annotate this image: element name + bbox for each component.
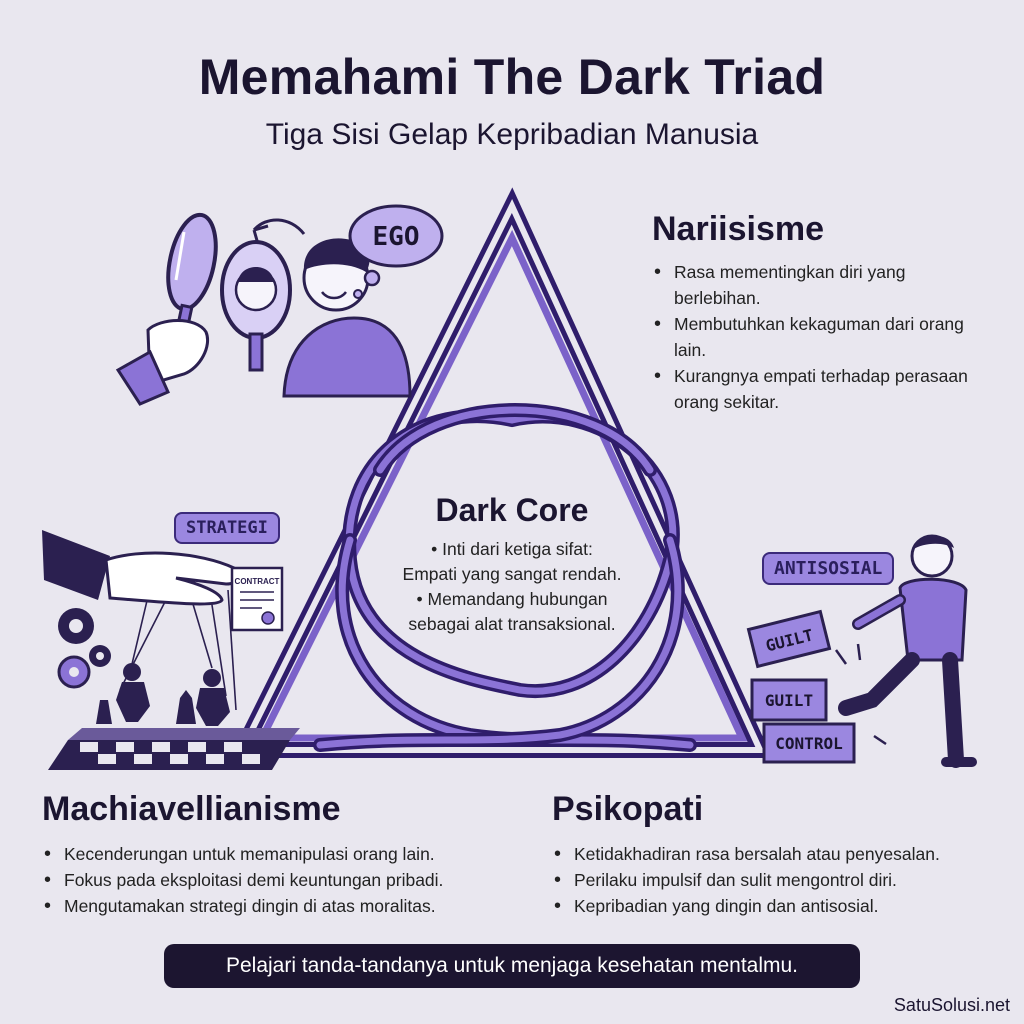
machiavellianism-title: Machiavellianisme [42, 790, 341, 828]
page-title: Memahami The Dark Triad [198, 49, 826, 105]
footer-banner: Pelajari tanda-tandanya untuk menjaga ke… [164, 944, 860, 988]
dark-core-line: • Inti dari ketiga sifat: [431, 539, 593, 559]
site-watermark: SatuSolusi.net [893, 995, 1010, 1015]
impact-lines [834, 643, 887, 746]
psychopathy-illustration: GUILT GUILT CONTROL [746, 534, 977, 768]
contract-icon: CONTRACT [230, 566, 284, 632]
dark-core-knot [313, 403, 697, 752]
ego-label: EGO [373, 222, 420, 252]
guilt-block-1: GUILT [746, 609, 832, 669]
psychopathy-point: Perilaku impulsif dan sulit mengontrol d… [552, 867, 1012, 893]
machiavellianism-point: Kecenderungan untuk memanipulasi orang l… [42, 841, 532, 867]
antisosial-tag: ANTISOSIAL [762, 552, 895, 585]
machiavellianism-illustration: CONTRACT [42, 530, 300, 770]
narcissism-point: Membutuhkan kekaguman dari orang lain. [652, 311, 982, 363]
narcissism-illustration: EGO [115, 204, 444, 406]
machiavellianism-points: Kecenderungan untuk memanipulasi orang l… [42, 841, 532, 919]
psychopathy-point: Ketidakhadiran rasa bersalah atau penyes… [552, 841, 1012, 867]
chessboard-icon [48, 690, 300, 770]
machiavellianism-section: Machiavellianisme Kecenderungan untuk me… [42, 790, 532, 919]
person-figure-icon [282, 238, 412, 398]
puppet-figures-icon [116, 663, 230, 726]
contract-label: CONTRACT [235, 577, 280, 586]
psychopathy-points: Ketidakhadiran rasa bersalah atau penyes… [552, 841, 1012, 919]
block-label-2: GUILT [765, 691, 813, 710]
hand-mirror-icon [115, 212, 218, 406]
puppeteer-hand-icon [42, 530, 242, 606]
psychopathy-title: Psikopati [552, 790, 704, 828]
narcissism-section: Nariisisme Rasa mementingkan diri yang b… [652, 210, 982, 415]
psychopathy-point: Kepribadian yang dingin dan antisosial. [552, 893, 1012, 919]
dark-core-line: • Memandang hubungan [416, 589, 608, 609]
narcissism-title: Nariisisme [652, 210, 824, 248]
machiavellianism-point: Fokus pada eksploitasi demi keuntungan p… [42, 867, 532, 893]
narcissism-points: Rasa mementingkan diri yang berlebihan. … [652, 259, 982, 415]
control-block: CONTROL [762, 722, 856, 764]
kicking-person-icon [838, 534, 977, 768]
block-label-3: CONTROL [775, 734, 842, 753]
mirror-reflection-icon [220, 240, 292, 372]
strategi-tag: STRATEGI [174, 512, 280, 544]
dark-core-line: Empati yang sangat rendah. [402, 564, 622, 584]
page-subtitle: Tiga Sisi Gelap Kepribadian Manusia [265, 118, 759, 151]
narcissism-point: Rasa mementingkan diri yang berlebihan. [652, 259, 982, 311]
guilt-block-2: GUILT [750, 678, 828, 722]
gear-icon [57, 608, 111, 689]
ego-thought-bubble: EGO [348, 204, 444, 299]
dark-core-section: Dark Core • Inti dari ketiga sifat: Empa… [372, 492, 652, 637]
dark-core-title: Dark Core [435, 492, 589, 528]
narcissism-point: Kurangnya empati terhadap perasaan orang… [652, 363, 982, 415]
psychopathy-section: Psikopati Ketidakhadiran rasa bersalah a… [552, 790, 1012, 919]
machiavellianism-point: Mengutamakan strategi dingin di atas mor… [42, 893, 532, 919]
dark-core-line: sebagai alat transaksional. [408, 614, 616, 634]
